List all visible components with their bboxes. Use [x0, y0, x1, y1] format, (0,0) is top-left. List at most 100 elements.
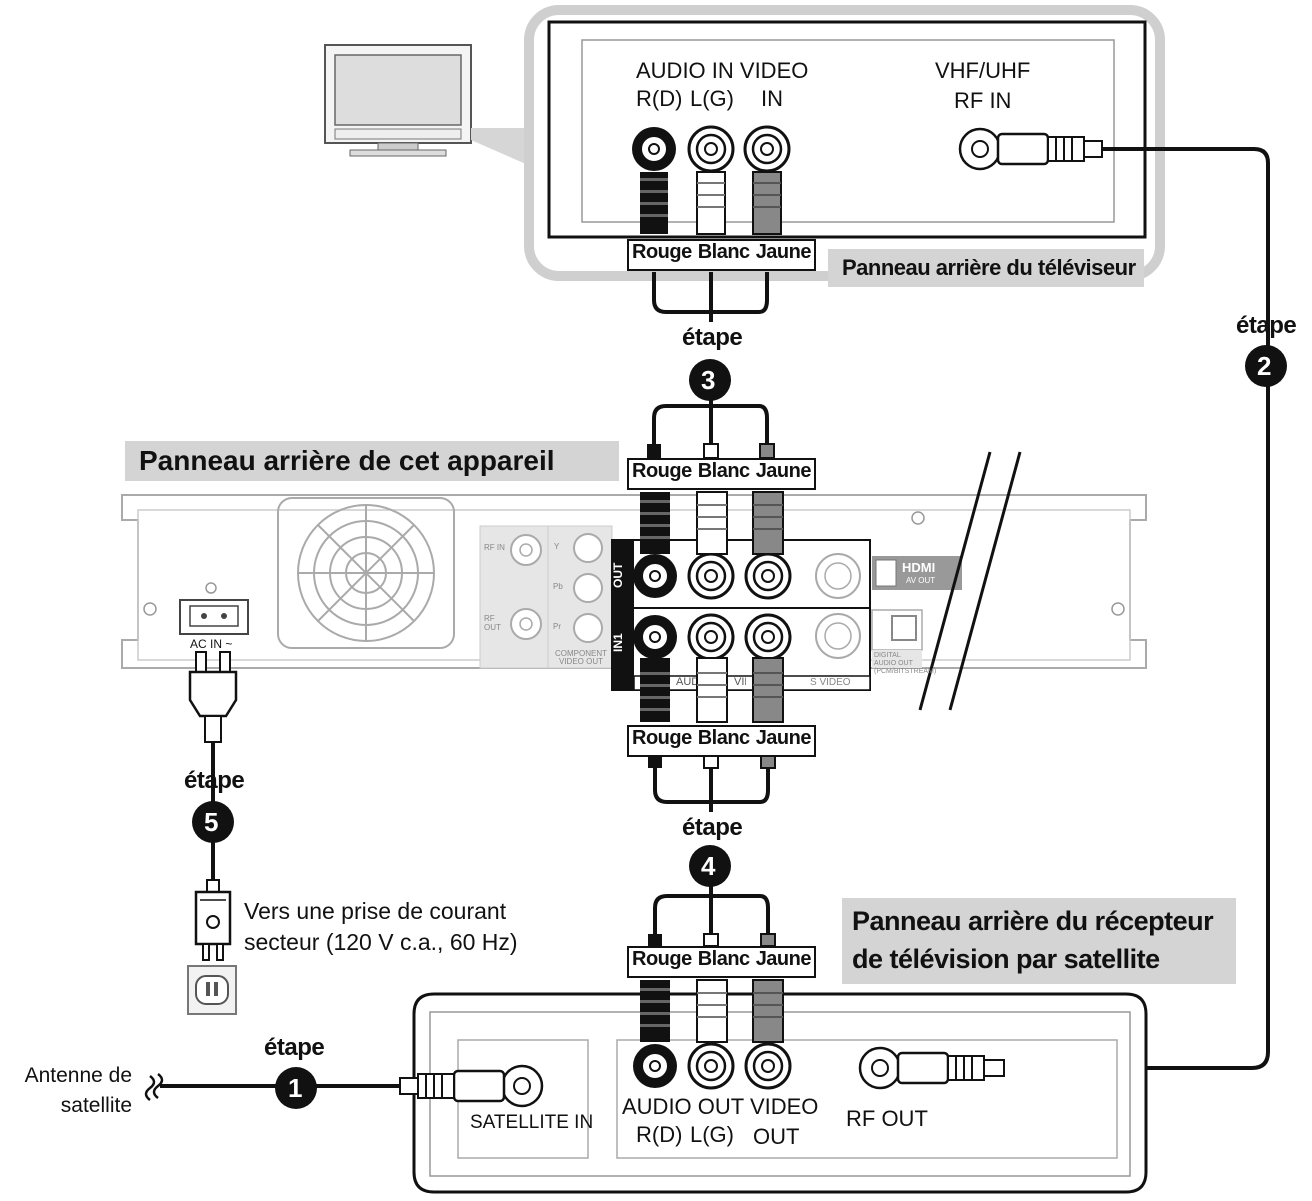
unit-out-plugs — [640, 491, 784, 555]
s-video-label: S VIDEO — [810, 677, 851, 688]
step4-plug-tips — [648, 755, 776, 947]
wall-outlet-icon — [187, 965, 237, 1015]
step-5-circle — [192, 801, 234, 843]
sat-panel-title-line2: de télévision par satellite — [852, 944, 1160, 974]
tv-rca-plugs — [640, 171, 782, 235]
tag-blanc: Blanc — [697, 241, 750, 263]
step-3-circle — [689, 359, 731, 401]
tv-panel-title-banner: Panneau arrière du téléviseur — [828, 249, 1144, 287]
unit-out-audio-r-jack — [632, 553, 678, 599]
sat-video-out-jack — [744, 1042, 792, 1090]
unit-rf-out-label: RF OUT — [484, 614, 501, 632]
antenna-cable — [144, 1073, 400, 1101]
sat-panel-title-banner: Panneau arrière du récepteur de télévisi… — [842, 898, 1236, 984]
av-out-label: AV OUT — [906, 576, 936, 585]
unit-in1-plugs — [640, 657, 784, 723]
step4-av-cable — [653, 760, 770, 938]
tv-audio-in-video-label: AUDIO IN VIDEO — [636, 58, 809, 83]
antenna-line1: Antenne de — [24, 1064, 132, 1087]
unit-in1-audio-l-jack — [687, 613, 735, 661]
rf-jack-block — [479, 525, 549, 669]
sat-audio-l-jack — [687, 1042, 735, 1090]
tag-rouge: Rouge — [632, 727, 692, 749]
step-4-number: 4 — [701, 851, 716, 881]
power-cord — [188, 651, 238, 961]
unit-in1-color-tag: Rouge Blanc Jaune — [627, 725, 816, 757]
step-4-label: étape — [682, 814, 743, 841]
step-2-label: étape — [1236, 312, 1297, 339]
unit-in1-audio-r-jack — [632, 614, 678, 660]
step-3-number: 3 — [701, 365, 716, 395]
in1-label: IN1 — [611, 633, 625, 652]
sat-color-tag: Rouge Blanc Jaune — [627, 946, 816, 978]
tv-rf-in-label: RF IN — [954, 88, 1012, 113]
ac-inlet — [179, 599, 249, 635]
panel-break-lines — [918, 451, 1022, 711]
component-video-out-label: COMPONENT VIDEO OUT — [555, 649, 607, 666]
tag-jaune: Jaune — [755, 241, 812, 263]
component-video-block — [547, 525, 613, 669]
sat-video-out-label: OUT — [753, 1124, 800, 1149]
tag-rouge: Rouge — [632, 948, 692, 970]
unit-out-color-tag: Rouge Blanc Jaune — [627, 458, 816, 490]
ac-in-label: AC IN ~ — [190, 637, 233, 651]
tag-jaune: Jaune — [755, 948, 812, 970]
tv-audio-r-jack — [631, 126, 677, 172]
sat-rf-out-jack — [858, 1046, 1005, 1090]
rf-cable — [1004, 147, 1270, 1070]
step-1-number: 1 — [288, 1073, 303, 1103]
digital-audio-out-label: DIGITAL AUDIO OUT (PCM/BITSTREAM) — [874, 652, 937, 675]
sat-panel-title-line1: Panneau arrière du récepteur — [852, 906, 1214, 936]
unit-out-audio-l-jack — [687, 552, 735, 600]
unit-panel-title: Panneau arrière de cet appareil — [139, 445, 555, 476]
tv-audio-l-jack — [687, 125, 735, 173]
tv-icon — [324, 44, 535, 168]
sat-satellite-in-jack — [399, 1064, 544, 1108]
tag-rouge: Rouge — [632, 460, 692, 482]
tv-audio-l-label: L(G) — [690, 86, 734, 111]
unit-in1-video-jack — [744, 613, 792, 661]
tag-rouge: Rouge — [632, 241, 692, 263]
tv-vhf-uhf-label: VHF/UHF — [935, 58, 1031, 83]
outlet-text-line1: Vers une prise de courant — [244, 898, 507, 924]
sat-audio-r-label: R(D) — [636, 1122, 683, 1147]
tv-color-tag: Rouge Blanc Jaune — [627, 239, 816, 271]
tv-video-in-jack — [743, 125, 791, 173]
tv-video-in-label: IN — [761, 86, 783, 111]
digital-audio-out-port — [871, 609, 923, 668]
sat-audio-l-label: L(G) — [690, 1122, 734, 1147]
hdmi-label: HDMI — [902, 560, 936, 575]
tag-blanc: Blanc — [697, 460, 750, 482]
unit-panel-title-banner: Panneau arrière de cet appareil — [125, 441, 619, 481]
hdmi-port — [872, 556, 962, 590]
tag-blanc: Blanc — [697, 948, 750, 970]
outlet-text-line2: secteur (120 V c.a., 60 Hz) — [244, 929, 518, 955]
unit-out-video-jack — [744, 552, 792, 600]
unit-rf-in-label: RF IN — [484, 543, 505, 552]
step-5-number: 5 — [204, 807, 219, 837]
out-label: OUT — [611, 562, 625, 588]
fan-grille-icon — [277, 497, 455, 649]
satellite-in-label: SATELLITE IN — [470, 1112, 594, 1133]
component-y-label: Y — [554, 542, 560, 551]
step3-plug-tips — [647, 443, 775, 459]
step-2-circle — [1245, 345, 1287, 387]
sat-audio-r-jack — [632, 1043, 678, 1089]
component-pr-label: Pr — [553, 622, 561, 631]
audio-label: AUDIO — [676, 676, 696, 688]
sat-rf-out-label: RF OUT — [846, 1106, 928, 1131]
tag-jaune: Jaune — [755, 727, 812, 749]
sat-audio-out-video-label: AUDIO OUT VIDEO — [622, 1094, 819, 1119]
tag-jaune: Jaune — [755, 460, 812, 482]
tv-rf-in-jack — [958, 127, 1103, 171]
step3-av-cable — [652, 272, 769, 446]
step-1-circle — [275, 1067, 317, 1109]
step-2-number: 2 — [1257, 351, 1272, 381]
tv-panel-title: Panneau arrière du téléviseur — [842, 255, 1136, 280]
step-5-label: étape — [184, 767, 245, 794]
video-label: VIDEO — [734, 676, 746, 688]
antenna-line2: satellite — [60, 1094, 132, 1117]
s-video-jacks — [815, 553, 861, 659]
step-1-label: étape — [264, 1034, 325, 1061]
